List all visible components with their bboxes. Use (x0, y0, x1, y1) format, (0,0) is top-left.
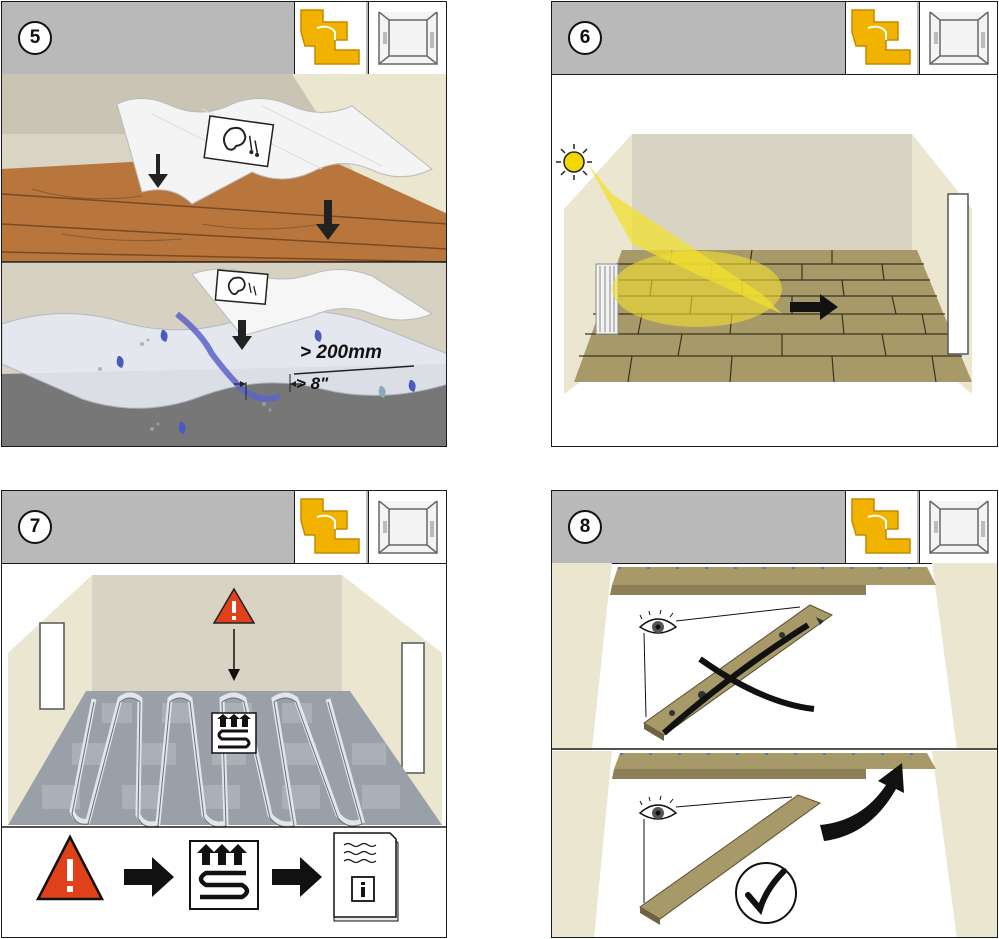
room-icon (368, 2, 446, 74)
eye-icon (638, 795, 678, 820)
wood-floor (2, 152, 446, 262)
panel-step-7: 7 (1, 490, 447, 938)
sun-icon (556, 144, 592, 180)
hand-place-icon (845, 491, 917, 563)
panel-header: 8 (552, 491, 997, 564)
panel-step-5: 5 (1, 1, 447, 447)
laid-planks (612, 567, 936, 585)
underfloor-heating-scene (2, 575, 446, 922)
warning-icon (212, 587, 256, 624)
good-plank (639, 794, 822, 920)
arrow-down-icon (148, 154, 340, 240)
warning-icon (35, 834, 105, 901)
vapour-barrier (2, 310, 446, 409)
laid-planks (614, 753, 936, 769)
water-drops (116, 330, 416, 434)
plank-inspection-scene (552, 563, 997, 937)
panel-header: 5 (2, 2, 446, 75)
room-icon (919, 2, 997, 74)
step-number: 5 (18, 21, 52, 55)
room-icon (919, 491, 997, 563)
curved-arrow-icon (820, 763, 904, 841)
distance-imperial-label: > 8" (296, 374, 329, 393)
eye-icon (638, 609, 678, 634)
overlap-strip (175, 311, 282, 402)
underfloor-heating-icon (211, 712, 257, 754)
distance-metric-label: > 200mm (300, 342, 382, 363)
room-acclimatise-scene (556, 134, 972, 394)
hand-place-icon (294, 2, 366, 74)
back-wall (632, 134, 912, 250)
checkmark-icon (735, 862, 797, 924)
hand-place-icon (294, 491, 366, 563)
arrow-right-icon (790, 294, 838, 320)
underfloor-heating-icon (189, 840, 259, 910)
radiator (595, 263, 619, 335)
step-number: 7 (18, 510, 52, 544)
underlay-sheet (116, 98, 433, 205)
back-wall (92, 575, 342, 691)
hand-place-icon (845, 2, 917, 74)
room-icon (368, 491, 446, 563)
cross-icon (698, 656, 815, 712)
panel-step-6: 6 (551, 1, 998, 447)
arrow-right-icon (124, 857, 174, 897)
heating-pipe (69, 692, 365, 827)
panel-header: 7 (2, 491, 446, 564)
panel-step-8: 8 (551, 490, 998, 938)
info-document-icon (333, 832, 399, 922)
door (401, 642, 425, 774)
arrow-right-icon (272, 857, 322, 897)
step-number: 8 (568, 510, 602, 544)
step-number: 6 (568, 21, 602, 55)
window (39, 622, 65, 710)
ear-sound-icon (214, 269, 269, 306)
ear-sound-icon (203, 115, 275, 168)
underlay-scene (2, 74, 446, 446)
panel-header: 6 (552, 2, 997, 75)
door (947, 193, 969, 355)
